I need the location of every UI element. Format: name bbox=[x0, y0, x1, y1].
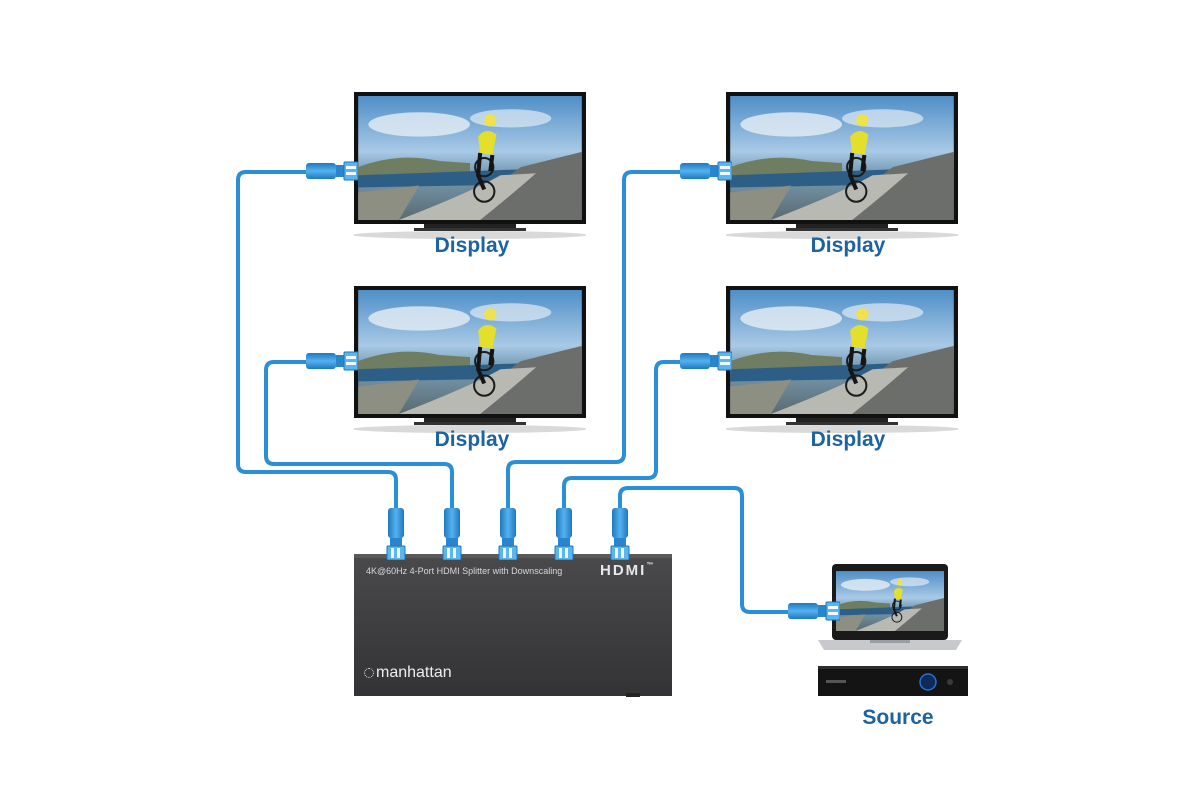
cable-display-1 bbox=[236, 170, 398, 518]
splitter-model-text: 4K@60Hz 4-Port HDMI Splitter with Downsc… bbox=[366, 566, 563, 576]
display-2 bbox=[352, 286, 588, 433]
hdmi-logo-text: HDMI bbox=[600, 562, 647, 579]
hdmi-connector-out-4 bbox=[554, 508, 574, 560]
source-label: Source bbox=[862, 706, 934, 729]
hdmi-connector-display-1 bbox=[306, 161, 358, 181]
hdmi-logo: HDMI™ bbox=[600, 562, 655, 579]
hdmi-connector-out-1 bbox=[386, 508, 406, 560]
hdmi-splitter bbox=[354, 554, 672, 697]
display-4 bbox=[724, 286, 960, 433]
cables bbox=[236, 170, 794, 614]
display-label-2: Display bbox=[434, 428, 510, 451]
cable-display-3 bbox=[506, 170, 686, 518]
hdmi-connector-display-3 bbox=[680, 161, 732, 181]
laptop bbox=[818, 564, 962, 650]
display-1 bbox=[352, 92, 588, 239]
hdmi-connector-display-4 bbox=[680, 351, 732, 371]
display-label-1: Display bbox=[434, 234, 510, 257]
media-player bbox=[818, 666, 968, 696]
display-3 bbox=[724, 92, 960, 239]
manhattan-logo: manhattan bbox=[364, 664, 452, 682]
manhattan-logo-icon bbox=[364, 667, 374, 678]
cable-display-4 bbox=[562, 360, 686, 518]
hdmi-connector-display-2 bbox=[306, 351, 358, 371]
hdmi-connector-out-2 bbox=[442, 508, 462, 560]
display-label-4: Display bbox=[810, 428, 886, 451]
hdmi-connector-out-3 bbox=[498, 508, 518, 560]
cable-display-2 bbox=[264, 360, 454, 518]
manhattan-logo-text: manhattan bbox=[376, 664, 452, 681]
hdmi-connector-in bbox=[610, 508, 630, 560]
display-label-3: Display bbox=[810, 234, 886, 257]
hdmi-logo-tm: ™ bbox=[646, 562, 656, 569]
hdmi-connector-source bbox=[788, 601, 840, 621]
cable-source bbox=[618, 486, 794, 614]
